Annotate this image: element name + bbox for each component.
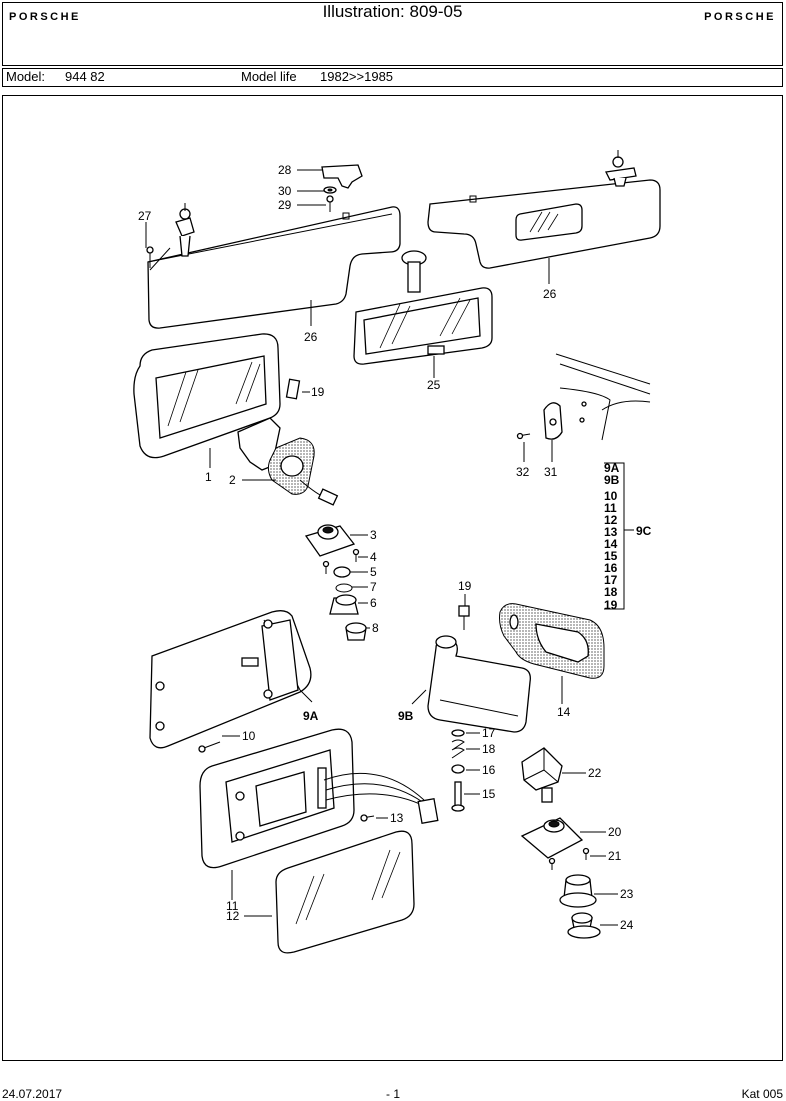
page-header: PORSCHE Illustration: 809-05 PORSCHE [2, 2, 783, 66]
callout-32: 32 [516, 465, 530, 479]
mirror-switch-22 [521, 747, 563, 803]
callout-9a: 9A [303, 709, 319, 723]
diagram-frame [2, 95, 783, 1061]
mirror-mount-hardware [322, 548, 367, 641]
footer-page: - 1 [386, 1087, 401, 1101]
callout-28: 28 [278, 163, 292, 177]
brand-logo-left: PORSCHE [9, 11, 81, 23]
sun-visor-right [427, 179, 661, 269]
mirror-spring-stack [451, 729, 465, 812]
mirror-base-plate [304, 524, 356, 557]
visor-hinge-left [146, 203, 195, 271]
model-life-label: Model life [241, 69, 297, 84]
callout-labels: 28 30 29 27 26 26 19 1 2 25 32 31 3 4 5 … [138, 163, 634, 932]
callout-9b: 9B [398, 709, 414, 723]
callout-18: 18 [482, 742, 496, 756]
callout-21: 21 [608, 849, 622, 863]
door-trim-corner [516, 353, 651, 441]
callout-3: 3 [370, 528, 377, 542]
group-9c-item: 11 [604, 501, 617, 515]
callout-27: 27 [138, 209, 152, 223]
interior-rearview-mirror [353, 250, 493, 365]
outside-mirror-left [133, 333, 339, 506]
callout-8: 8 [372, 621, 379, 635]
callout-24: 24 [620, 918, 634, 932]
callout-2: 2 [229, 473, 236, 487]
callout-6: 6 [370, 596, 377, 610]
mirror-screw-10 [198, 741, 221, 753]
callout-4: 4 [370, 550, 377, 564]
callout-31: 31 [544, 465, 558, 479]
mirror-housing-9a [149, 610, 312, 749]
callout-13: 13 [390, 811, 404, 825]
callout-19-mid: 19 [458, 579, 472, 593]
leader-lines [145, 169, 634, 926]
callout-1: 1 [205, 470, 212, 484]
callout-20: 20 [608, 825, 622, 839]
callout-26-left: 26 [304, 330, 318, 344]
illustration-title: Illustration: 809-05 [322, 2, 463, 21]
callout-10: 10 [242, 729, 256, 743]
callout-26-right: 26 [543, 287, 557, 301]
callout-11: 11 [226, 899, 239, 913]
callout-30: 30 [278, 184, 292, 198]
group-9c-item: 13 [604, 525, 618, 539]
group-9c-item: 19 [604, 598, 618, 612]
group-9c-item: 16 [604, 561, 618, 575]
group-9c-item: 9B [604, 473, 620, 487]
group-9c-label: 9C [636, 524, 652, 538]
brand-logo-right: PORSCHE [704, 11, 776, 23]
outside-mirror-electric [199, 728, 439, 869]
callout-22: 22 [588, 766, 602, 780]
callout-19-top: 19 [311, 385, 325, 399]
callout-5: 5 [370, 565, 377, 579]
mirror-gasket-14 [499, 603, 605, 679]
group-9c-item: 18 [604, 585, 618, 599]
switch-base-plate-20 [520, 817, 590, 870]
switch-nuts [559, 874, 601, 939]
model-value: 944 82 [65, 69, 105, 84]
callout-7: 7 [370, 580, 377, 594]
group-9c-item: 17 [604, 573, 618, 587]
visor-hinge-right [605, 150, 637, 187]
group-9c-item: 10 [604, 489, 618, 503]
model-life-value: 1982>>1985 [320, 69, 394, 84]
callout-14: 14 [557, 705, 571, 719]
footer-date: 24.07.2017 [2, 1087, 63, 1101]
group-9c-item: 12 [604, 513, 618, 527]
callout-25: 25 [427, 378, 441, 392]
callout-16: 16 [482, 763, 496, 777]
callout-23: 23 [620, 887, 634, 901]
model-bar: Model: 944 82 Model life 1982>>1985 [2, 68, 783, 87]
group-9c-list: 9A 9B 10 11 12 13 14 15 16 17 18 19 9C [604, 461, 652, 612]
group-9c-item: 9A [604, 461, 620, 475]
callout-12: 12 [226, 909, 240, 923]
callout-29: 29 [278, 198, 292, 212]
mirror-glass [275, 830, 415, 954]
group-9c-item: 14 [604, 537, 618, 551]
group-9c-item: 15 [604, 549, 618, 563]
callout-17: 17 [482, 726, 496, 740]
model-label: Model: [6, 69, 46, 84]
footer-catalog: Kat 005 [741, 1087, 783, 1101]
visor-clip [321, 164, 363, 212]
callout-15: 15 [482, 787, 496, 801]
mirror-housing-9b [427, 605, 531, 733]
